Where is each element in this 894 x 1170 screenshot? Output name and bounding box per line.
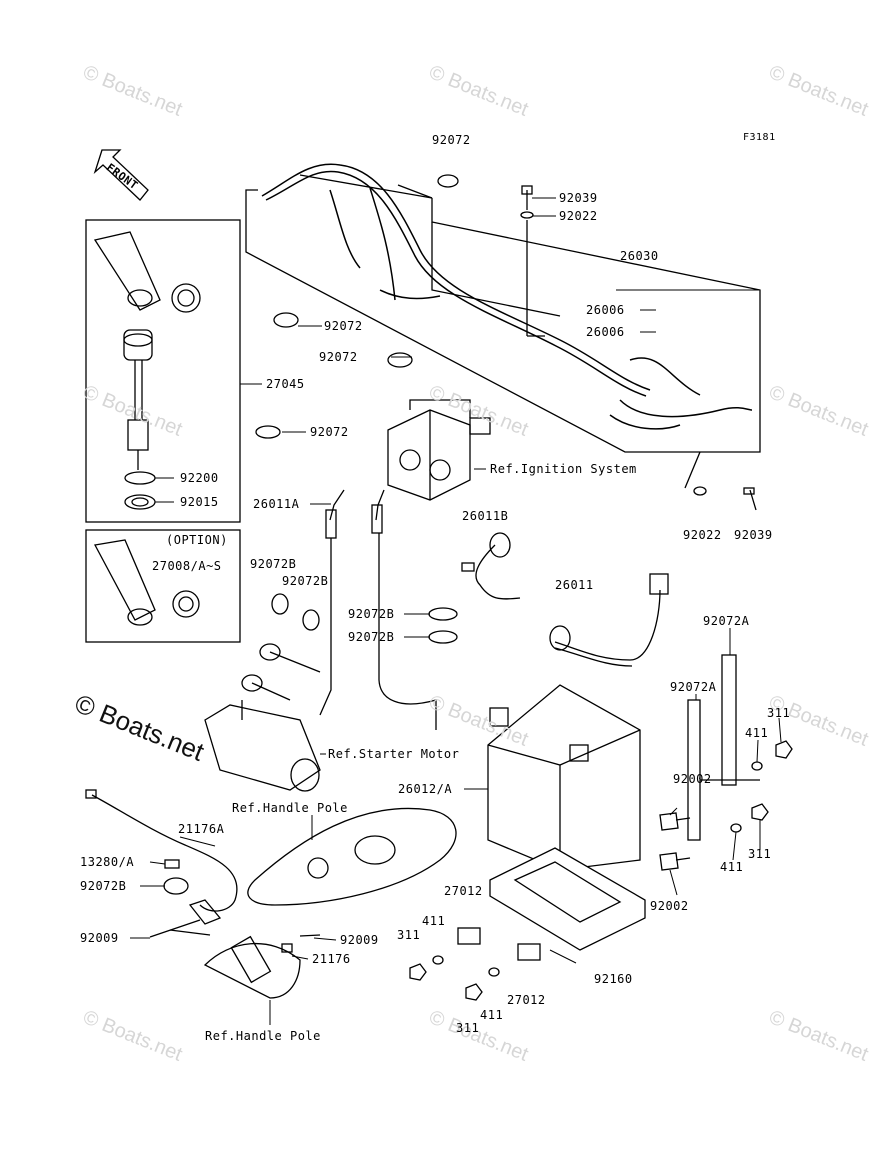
- front-arrow-icon: [93, 149, 149, 201]
- ref-ignition-system: Ref.Ignition System: [490, 462, 637, 476]
- part-92200: 92200: [180, 471, 219, 485]
- part-92072: 92072: [319, 350, 358, 364]
- part-26012: 26012/A: [398, 782, 453, 796]
- clamp-92072b-d: [428, 630, 458, 644]
- ref-handle-pole: Ref.Handle Pole: [232, 801, 348, 815]
- part-92072: 92072: [310, 425, 349, 439]
- clamp-92072-b: [387, 352, 413, 368]
- part-92022: 92022: [683, 528, 722, 542]
- part-27012: 27012: [507, 993, 546, 1007]
- ref-handle-pole: Ref.Handle Pole: [205, 1029, 321, 1043]
- part-92022: 92022: [559, 209, 598, 223]
- figure-code: F3181: [743, 132, 776, 143]
- part-92009: 92009: [80, 931, 119, 945]
- wire-harness: [261, 163, 753, 430]
- part-411: 411: [480, 1008, 504, 1022]
- part-26011A: 26011A: [253, 497, 300, 511]
- harness-frame: [245, 174, 761, 453]
- part-92039: 92039: [559, 191, 598, 205]
- part-21176A: 21176A: [178, 822, 225, 836]
- key-assembly-box: [85, 219, 241, 523]
- option-key-box: [85, 529, 241, 643]
- part-411: 411: [720, 860, 744, 874]
- clamp-92072b-b: [302, 609, 320, 631]
- option-key-fob: [94, 539, 200, 626]
- clamp-92072b-a: [271, 593, 289, 615]
- part-411: 411: [745, 726, 769, 740]
- part-92072B: 92072B: [348, 630, 395, 644]
- part-92072: 92072: [324, 319, 363, 333]
- key-fob: [93, 231, 201, 510]
- part-92072: 92072: [432, 133, 471, 147]
- part-92072A: 92072A: [670, 680, 717, 694]
- part-26006: 26006: [586, 325, 625, 339]
- part-311: 311: [748, 847, 772, 861]
- part-92072A: 92072A: [703, 614, 750, 628]
- part-92002: 92002: [650, 899, 689, 913]
- battery: [487, 684, 641, 871]
- part-27045: 27045: [266, 377, 305, 391]
- clamp-92072-a: [273, 312, 299, 328]
- clamp-92072b-c: [428, 607, 458, 621]
- part-311: 311: [456, 1021, 480, 1035]
- battery-tray: [489, 847, 646, 951]
- part-26011B: 26011B: [462, 509, 509, 523]
- part-92072B: 92072B: [348, 607, 395, 621]
- handle-pole: [85, 789, 457, 999]
- part-13280: 13280/A: [80, 855, 135, 869]
- leader-lines: [130, 197, 782, 1025]
- part-92039: 92039: [734, 528, 773, 542]
- part-21176: 21176: [312, 952, 351, 966]
- ref-starter-motor: Ref.Starter Motor: [328, 747, 460, 761]
- part-92072B: 92072B: [80, 879, 127, 893]
- part-92009: 92009: [340, 933, 379, 947]
- clamp-92072-c: [255, 425, 281, 439]
- part-411: 411: [422, 914, 446, 928]
- plug-leads: [319, 489, 437, 730]
- ignition-unit: [387, 399, 491, 501]
- clamp-92072-top: [437, 174, 459, 188]
- part-92002: 92002: [673, 772, 712, 786]
- part-92072B: 92072B: [282, 574, 329, 588]
- part-27008: 27008/A~S: [152, 559, 222, 573]
- part-26030: 26030: [620, 249, 659, 263]
- battery-straps: [659, 654, 760, 871]
- starter-motor: [204, 643, 321, 792]
- part-92160: 92160: [594, 972, 633, 986]
- part-27012: 27012: [444, 884, 483, 898]
- part-26011: 26011: [555, 578, 594, 592]
- option-label: (OPTION): [166, 533, 228, 547]
- part-92015: 92015: [180, 495, 219, 509]
- part-311: 311: [767, 706, 791, 720]
- part-26006: 26006: [586, 303, 625, 317]
- part-92072B: 92072B: [250, 557, 297, 571]
- part-311: 311: [397, 928, 421, 942]
- clamp-92072b-e: [163, 877, 189, 895]
